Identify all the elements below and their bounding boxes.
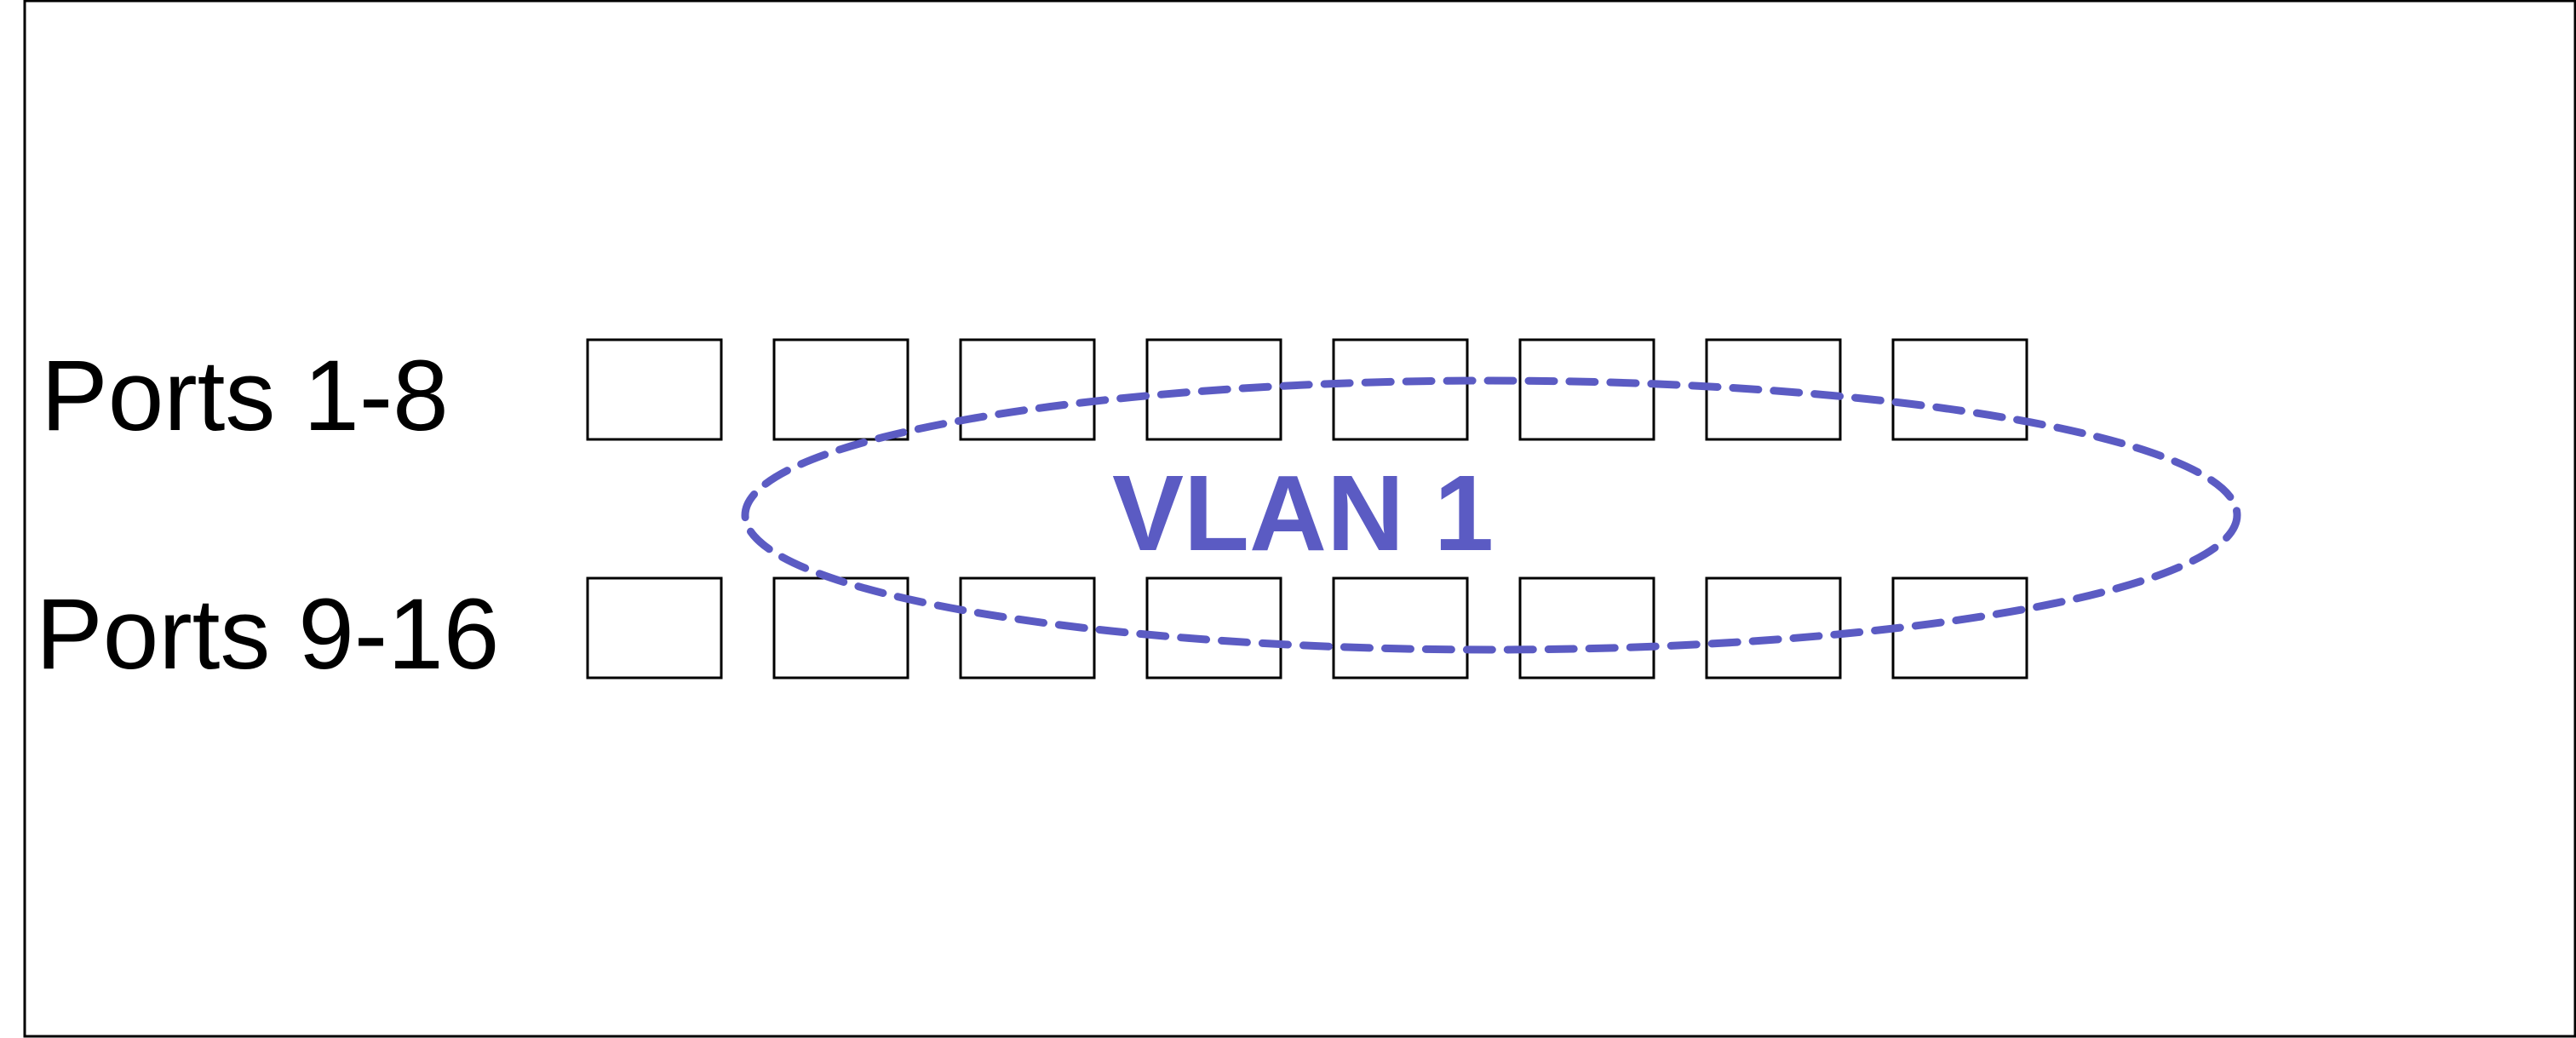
port-box	[1705, 576, 1842, 680]
vlan-label: VLAN 1	[1112, 453, 1494, 573]
port-box	[1145, 576, 1282, 680]
vlan-boundary-ellipse	[741, 376, 2241, 654]
port-box	[1332, 576, 1469, 680]
port-box	[772, 338, 909, 441]
port-box	[959, 338, 1096, 441]
port-box	[586, 338, 723, 441]
port-box	[1891, 338, 2028, 441]
row-label-ports-1-8: Ports 1-8	[41, 340, 449, 452]
row-label-ports-9-16: Ports 9-16	[36, 578, 499, 691]
port-box	[1518, 576, 1655, 680]
port-box	[772, 576, 909, 680]
port-box	[586, 576, 723, 680]
port-box	[1332, 338, 1469, 441]
frame-border	[23, 0, 2576, 1038]
port-box	[1518, 338, 1655, 441]
port-grid	[586, 338, 2028, 680]
